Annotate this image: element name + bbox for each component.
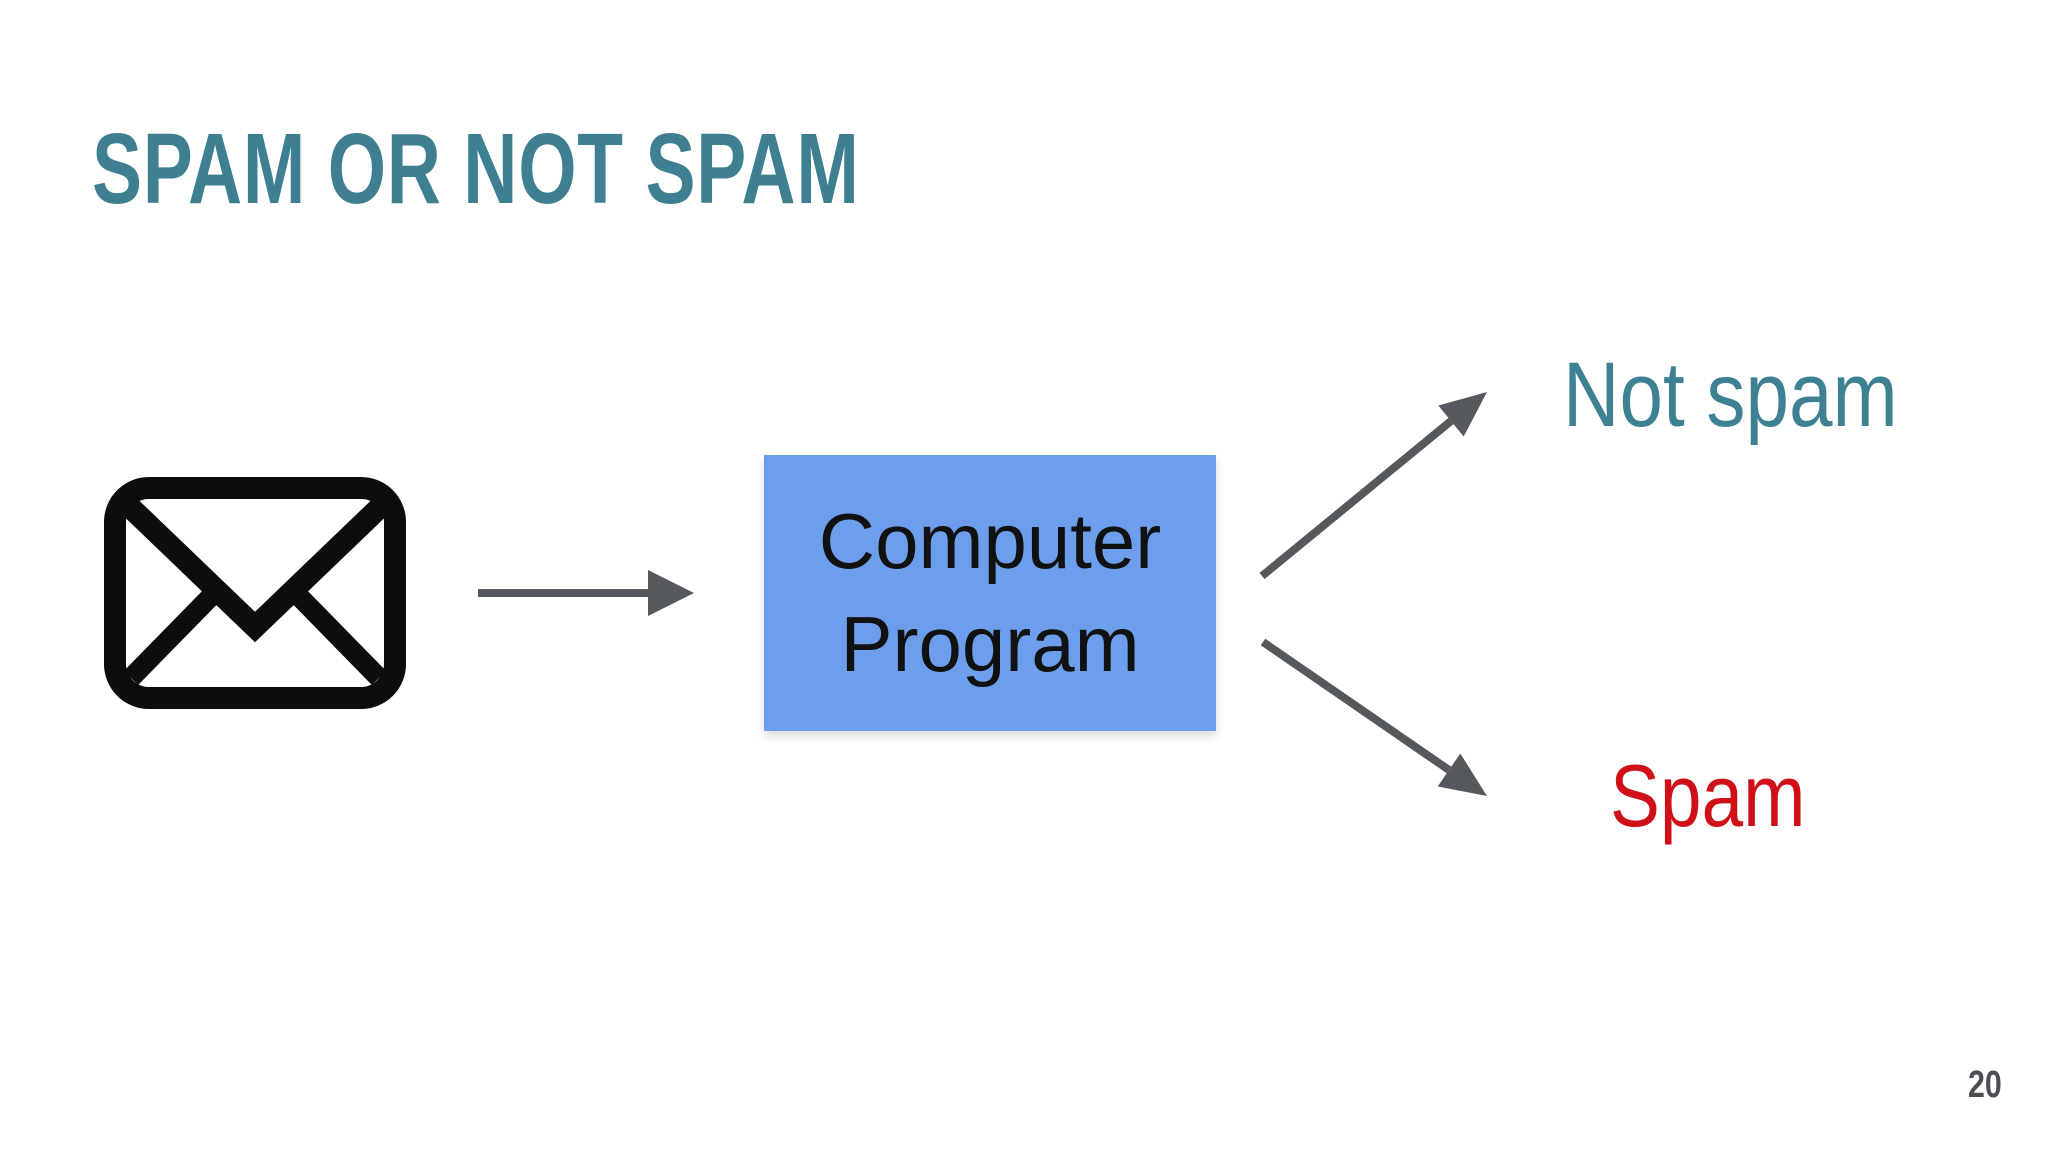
spam-label: Spam: [1610, 746, 1806, 845]
spam-arrow: [1260, 638, 1487, 796]
computer-program-label: Computer Program: [818, 497, 1162, 688]
not-spam-label: Not spam: [1563, 344, 1898, 446]
not-spam-arrow: [1259, 392, 1487, 580]
page-number: 20: [1968, 1064, 2002, 1106]
email-envelope-icon: [104, 477, 406, 709]
input-arrow: [478, 570, 694, 616]
slide-title: SPAM OR NOT SPAM: [92, 113, 860, 225]
computer-program-box: Computer Program: [764, 455, 1216, 731]
